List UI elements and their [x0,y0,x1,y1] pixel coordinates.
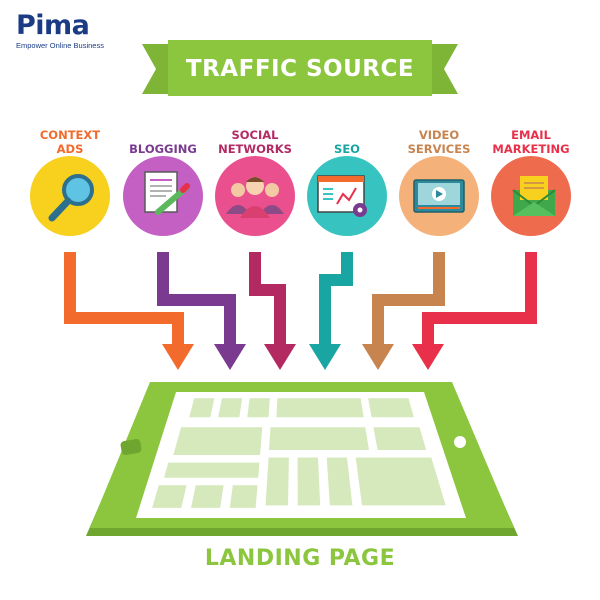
source-circles [30,156,571,236]
source-label-2: SOCIAL NETWORKS [218,128,292,156]
source-label-3: SEO [334,142,360,156]
arrow-2 [249,252,296,370]
screen-block-2 [247,398,270,418]
source-label-0: CONTEXT ADS [39,128,101,156]
blog-document-icon [144,171,190,215]
logo: Pima Empower Online Business [16,10,136,51]
title: TRAFFIC SOURCE [185,56,415,82]
screen-block-9 [265,457,289,506]
screen-block-10 [297,457,321,506]
arrow-5 [412,252,537,370]
screen-block-0 [189,398,215,418]
envelope-icon [512,176,556,216]
logo-tagline: Empower Online Business [16,41,104,50]
screen-block-14 [191,485,224,508]
screen-block-8 [164,462,260,478]
title-banner [142,40,458,96]
screen-block-3 [276,398,364,418]
screen-block-12 [355,457,446,506]
landing-device [86,382,518,536]
device-camera [454,436,466,448]
screen-block-11 [326,457,353,506]
screen-block-13 [152,485,187,508]
people-group-icon [226,177,284,218]
seo-browser-icon [317,175,367,217]
arrow-4 [362,252,445,370]
arrow-3 [309,252,353,370]
banner-tail-left [142,44,176,94]
screen-block-4 [368,398,414,418]
source-label-1: BLOGGING [129,142,197,156]
screen-block-5 [173,427,263,455]
arrow-0 [64,252,194,370]
landing-page-label: LANDING PAGE [204,546,396,571]
source-arrows [64,252,537,370]
banner-tail-right [424,44,458,94]
screen-block-15 [229,485,258,508]
screen-block-7 [373,427,427,450]
device-home-button [120,439,142,455]
magnifier-icon [48,174,94,222]
source-label-5: EMAIL MARKETING [492,128,570,156]
screen-block-6 [269,427,369,450]
logo-name: Pima [16,10,90,41]
banner-body [168,40,432,96]
screen-block-1 [218,398,243,418]
arrow-1 [157,252,246,370]
source-circle-2 [215,156,295,236]
source-label-4: VIDEO SERVICES [407,128,471,156]
screen-blocks [152,398,446,508]
video-player-icon [413,179,465,213]
